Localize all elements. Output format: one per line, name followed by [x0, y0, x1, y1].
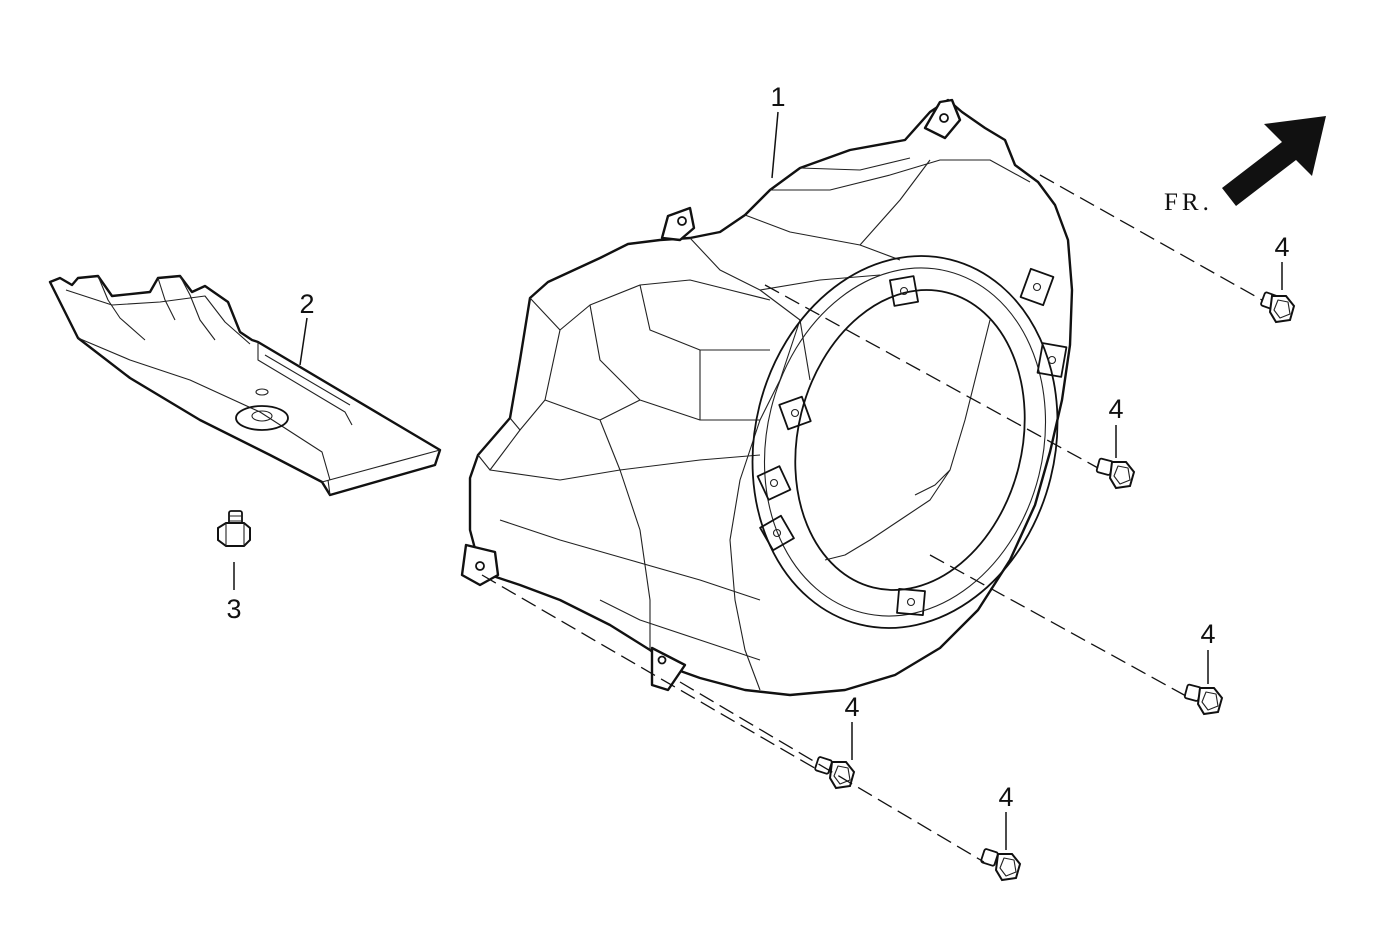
callout-4b: 4: [1108, 394, 1123, 424]
bolt-part-3: [217, 510, 251, 547]
fan-shroud-part-1: [460, 98, 1074, 697]
callout-4e: 4: [998, 782, 1013, 812]
assembly-line-4e: [679, 681, 985, 863]
leader-lines: [233, 111, 1283, 850]
flange-bolt-4d: [814, 756, 856, 790]
front-arrow-icon: [1222, 116, 1326, 206]
flange-bolt-4a: [1260, 291, 1296, 324]
flange-bolt-4b: [1095, 457, 1136, 490]
callout-1: 1: [770, 82, 785, 112]
assembly-lines: [481, 174, 1263, 863]
callout-2: 2: [299, 289, 314, 319]
callout-4d: 4: [844, 692, 859, 722]
assembly-line-4a: [1039, 174, 1263, 301]
assembly-line-4c: [929, 554, 1187, 697]
flange-bolt-4c: [1183, 683, 1224, 716]
baffle-cover-part-2: [48, 274, 442, 497]
assembly-line-4d: [481, 574, 819, 771]
front-label: FR.: [1164, 189, 1213, 216]
callouts: 1 2 3 4 4 4 4 4: [226, 82, 1289, 812]
callout-3: 3: [226, 594, 241, 624]
callout-4c: 4: [1200, 619, 1215, 649]
callout-4a: 4: [1274, 232, 1289, 262]
assembly-line-4b: [764, 284, 1099, 469]
flange-bolt-4e: [980, 848, 1022, 882]
ring-lugs: [756, 267, 1068, 616]
front-direction-indicator: FR.: [1164, 116, 1326, 216]
